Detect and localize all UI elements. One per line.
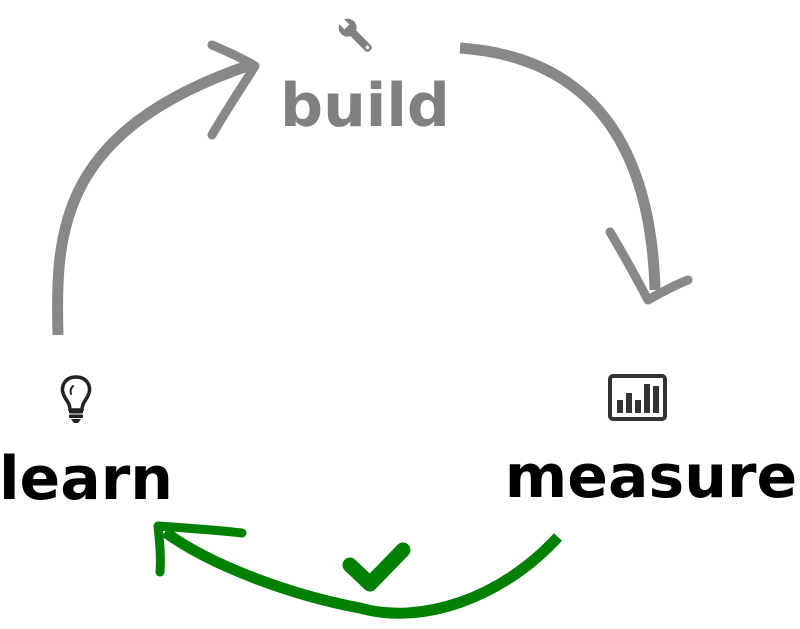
node-build: build <box>280 17 450 141</box>
arrow-learn-to-build <box>52 40 260 336</box>
lightbulb-icon <box>60 375 92 423</box>
node-learn-label: learn <box>0 444 173 514</box>
node-learn: learn <box>0 375 173 514</box>
node-build-label: build <box>280 71 450 141</box>
arrow-learn-to-build-shaft <box>52 59 252 336</box>
checkmark-icon <box>342 542 411 592</box>
arrow-measure-to-learn <box>153 521 563 619</box>
node-measure-label: measure <box>505 442 797 512</box>
arrow-measure-to-learn-head <box>153 521 247 577</box>
arrow-build-to-measure <box>459 42 693 305</box>
node-measure: measure <box>505 374 797 512</box>
arrow-build-to-measure-shaft <box>459 42 661 291</box>
arrow-measure-to-learn-shaft <box>161 527 563 619</box>
arrow-learn-to-build-head <box>207 40 260 140</box>
bar-chart-icon <box>608 374 667 421</box>
arrow-build-to-measure-head <box>605 227 693 305</box>
wrench-icon <box>337 17 372 52</box>
